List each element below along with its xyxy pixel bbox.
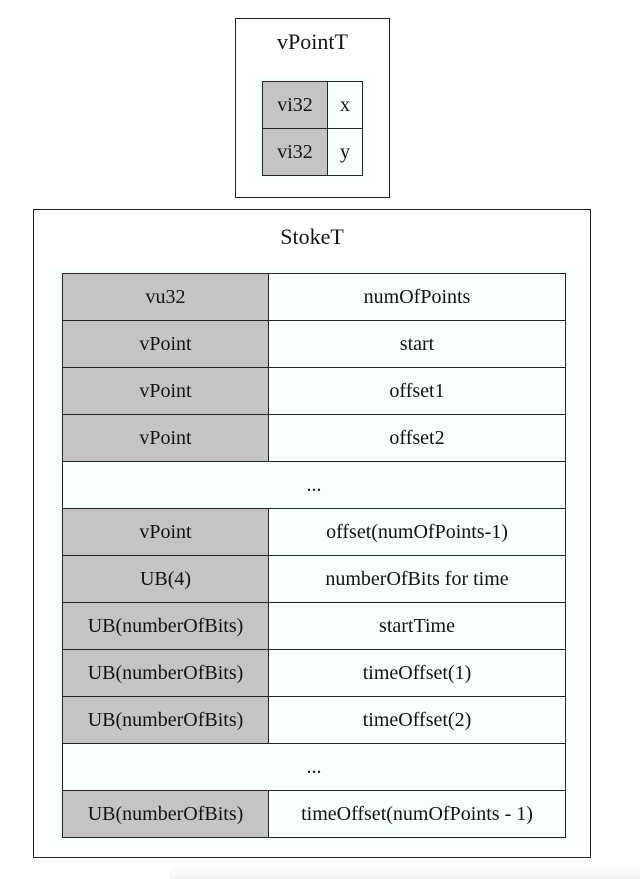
stroke-type-cell: vPoint	[62, 508, 269, 556]
stroke-ellipsis-cell: ...	[62, 461, 566, 509]
stroke-ellipsis-cell: ...	[62, 743, 566, 791]
stroke-type-cell: UB(numberOfBits)	[62, 696, 269, 744]
stroke-row: UB(numberOfBits)timeOffset(2)	[62, 696, 566, 744]
vpoint-field-cell: y	[327, 128, 363, 176]
stroke-field-cell: offset1	[268, 367, 566, 415]
stroke-type-cell: vPoint	[62, 320, 269, 368]
vpoint-type-cell: vi32	[262, 128, 328, 176]
stroke-type-cell: UB(4)	[62, 555, 269, 603]
stroke-field-cell: offset(numOfPoints-1)	[268, 508, 566, 556]
stroke-type-cell: UB(numberOfBits)	[62, 649, 269, 697]
stroke-row: ...	[62, 461, 566, 509]
stroke-type-cell: vPoint	[62, 367, 269, 415]
stroke-field-cell: offset2	[268, 414, 566, 462]
stroke-field-cell: timeOffset(numOfPoints - 1)	[268, 790, 566, 838]
stroke-type-cell: UB(numberOfBits)	[62, 602, 269, 650]
stroke-field-cell: timeOffset(1)	[268, 649, 566, 697]
stroke-field-cell: startTime	[268, 602, 566, 650]
stroke-row: UB(numberOfBits)startTime	[62, 602, 566, 650]
vpoint-type-cell: vi32	[262, 81, 328, 129]
stroke-row: UB(numberOfBits)timeOffset(numOfPoints -…	[62, 790, 566, 838]
stroke-field-cell: numberOfBits for time	[268, 555, 566, 603]
stroke-field-cell: timeOffset(2)	[268, 696, 566, 744]
vpoint-title: vPointT	[277, 29, 348, 54]
stroke-row: UB(4)numberOfBits for time	[62, 555, 566, 603]
stroke-field-cell: numOfPoints	[268, 273, 566, 321]
stroke-field-cell: start	[268, 320, 566, 368]
stroke-type-cell: vu32	[62, 273, 269, 321]
stroke-row: UB(numberOfBits)timeOffset(1)	[62, 649, 566, 697]
stroke-row: ...	[62, 743, 566, 791]
vpoint-field-cell: x	[327, 81, 363, 129]
stroke-type-cell: vPoint	[62, 414, 269, 462]
stroke-title: StokeT	[280, 224, 344, 249]
bottom-edge-shade	[170, 866, 640, 879]
stroke-type-cell: UB(numberOfBits)	[62, 790, 269, 838]
